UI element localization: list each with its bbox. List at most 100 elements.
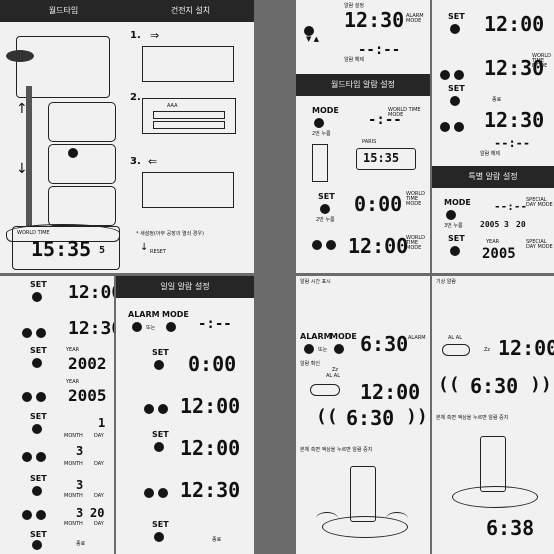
- clock-1230-b: 12:30: [484, 108, 545, 132]
- month-label-4: MONTH: [64, 521, 83, 527]
- ringing-alarm-time: 6:30: [346, 406, 395, 430]
- special-year: 2005: [482, 246, 516, 262]
- header-world-time: 월드타임: [48, 6, 79, 15]
- zz-label: Zz: [484, 347, 491, 353]
- end-label: 종료: [492, 97, 502, 103]
- year-label-2: YEAR: [66, 379, 80, 385]
- year-label: YEAR: [486, 239, 500, 245]
- mode-label: MODE: [330, 332, 357, 341]
- panel-daily-alarm: 일일 알람 설정 ALARM 또는 MODE -:-- SET 0:00 12:…: [116, 276, 254, 554]
- set-label-5: SET: [30, 530, 47, 539]
- mode-press-hint: 2번 누름: [312, 131, 331, 137]
- alarm-time-2: 12:00: [180, 394, 241, 418]
- zz-label: Zz: [332, 367, 339, 373]
- alarm-off-dashes: --:--: [358, 42, 401, 58]
- panel-alarm-display: 알람 시간 표시 ALARM 또는 MODE 6:30 ALARM 알람 확인 …: [296, 276, 430, 554]
- step-3: 3.: [130, 156, 141, 167]
- year-label-1: YEAR: [66, 347, 80, 353]
- clock-zero: 0:00: [354, 192, 403, 216]
- set-label-4: SET: [30, 474, 47, 483]
- set-press-hint: 2번 누름: [316, 217, 335, 223]
- special-mode-label-2: SPECIAL DAY MODE: [526, 239, 553, 250]
- special-date-day: 20: [516, 220, 526, 229]
- clock-1230: 12:30: [68, 318, 114, 339]
- reset-label: RESET: [150, 249, 167, 255]
- special-alarm-header: 특별 알람 설정: [432, 166, 554, 188]
- mode-label: MODE: [444, 198, 471, 207]
- world-time-mode-label: WORLD TIME MODE: [532, 53, 551, 69]
- step-1: 1.: [130, 30, 141, 41]
- set-label-2: SET: [152, 430, 169, 439]
- set-label: SET: [448, 12, 465, 21]
- world-time-label: WORLD TIME: [17, 230, 50, 236]
- alarm-time-1: 0:00: [188, 352, 237, 376]
- panel-header: 월드타임 건전지 설치: [0, 0, 254, 22]
- device-press-illustration: [446, 432, 542, 516]
- clock-1200: 12:00: [360, 380, 421, 404]
- paris-device-illustration: PARIS 15:35: [312, 140, 416, 182]
- set-label-2: SET: [448, 84, 465, 93]
- alarm-off-label: 알람 해제: [344, 57, 364, 63]
- mode-button[interactable]: [166, 322, 176, 332]
- mode-button[interactable]: [446, 210, 456, 220]
- clock-noon: 12:00: [348, 234, 409, 258]
- set-button[interactable]: [450, 24, 460, 34]
- stop-note: 본체 측면 액상을 누르면 알람 중지: [436, 415, 509, 421]
- month-label-1: MONTH: [64, 433, 83, 439]
- panel-world-time-alarm: 알람 설정 12:30 ALARM MODE ▼ ▲ --:-- 알람 해제 월…: [296, 0, 430, 273]
- battery-compartment-illustration: AAA: [142, 98, 236, 134]
- set-label-3: SET: [152, 520, 169, 529]
- alarm-mode-label: ALARM: [408, 335, 426, 341]
- header-battery: 건전지 설치: [170, 6, 211, 15]
- mode-press-hint: 3번 누름: [444, 223, 463, 229]
- world-time-mode-label: WORLD TIME MODE: [388, 107, 421, 118]
- set-label-3: SET: [448, 234, 465, 243]
- alarm-mode-label: ALARM MODE: [406, 13, 424, 24]
- alarm-time-display: 6:30: [360, 332, 409, 356]
- top-note: 알람 시간 표시: [300, 279, 331, 285]
- panel-wake-alarm: 기상 알람 AL AL Zz 12:00 (( 6:30 )) 본체 측면 액상…: [432, 276, 554, 554]
- battery-label: AAA: [167, 103, 178, 109]
- alarm-time-3: 12:00: [180, 436, 241, 460]
- mode-button[interactable]: [334, 344, 344, 354]
- alarm-ring-display: (( 6:30 )): [316, 406, 428, 430]
- day-label-3: DAY: [94, 493, 104, 499]
- panel-time-setting: SET 12:00 12:30 SET YEAR 2002 YEAR 2005 …: [0, 276, 114, 554]
- month-label-2: MONTH: [64, 461, 83, 467]
- world-time-mode-label-3: WORLD TIME MODE: [406, 235, 425, 251]
- world-time-mode-label-2: WORLD TIME MODE: [406, 191, 425, 207]
- alarm-button[interactable]: [304, 344, 314, 354]
- alarm-off-label: 알람 해제: [480, 151, 500, 157]
- day-label-4: DAY: [94, 521, 104, 527]
- or-label: 또는: [318, 347, 328, 353]
- alarm-off-dashes: --:--: [494, 136, 531, 150]
- mode-label: MODE: [312, 106, 339, 115]
- alarm-ring-display: (( 6:30 )): [438, 374, 552, 398]
- daily-alarm-header: 일일 알람 설정: [116, 276, 254, 298]
- day-label-1: DAY: [94, 433, 104, 439]
- al-label: AL AL: [326, 373, 341, 379]
- set-button[interactable]: [320, 204, 330, 214]
- alarm-switch-illustration: [310, 384, 340, 396]
- month-label-3: MONTH: [64, 493, 83, 499]
- clock-1200: 12:00: [498, 336, 554, 360]
- clock-1230: 12:30: [344, 8, 405, 32]
- confirm-label: 알람 확인: [300, 361, 320, 367]
- set-label-1: SET: [152, 348, 169, 357]
- alarm-label: ALARM: [128, 310, 160, 319]
- day-label-2: DAY: [94, 461, 104, 467]
- mode-button[interactable]: [314, 118, 324, 128]
- alarm-switch-illustration: [442, 344, 470, 356]
- panel-special-day-alarm: SET 12:00 12:30 WORLD TIME MODE SET 종료 1…: [432, 0, 554, 273]
- world-time-seconds: 5: [99, 245, 106, 256]
- alarm-dashes: -:--: [198, 316, 232, 332]
- clock-1200: 12:00: [484, 12, 545, 36]
- clock-body-illustration: ↑ ↓: [4, 26, 122, 271]
- alarm-button[interactable]: [132, 322, 142, 332]
- set-label: SET: [318, 192, 335, 201]
- end-label: 종료: [76, 541, 86, 547]
- set-label-3: SET: [30, 412, 47, 421]
- battery-note: * 새설정(아무 공장의 열쇠 경우): [136, 231, 204, 237]
- snooze-time: 6:38: [486, 516, 535, 540]
- top-note: 기상 알람: [436, 279, 456, 285]
